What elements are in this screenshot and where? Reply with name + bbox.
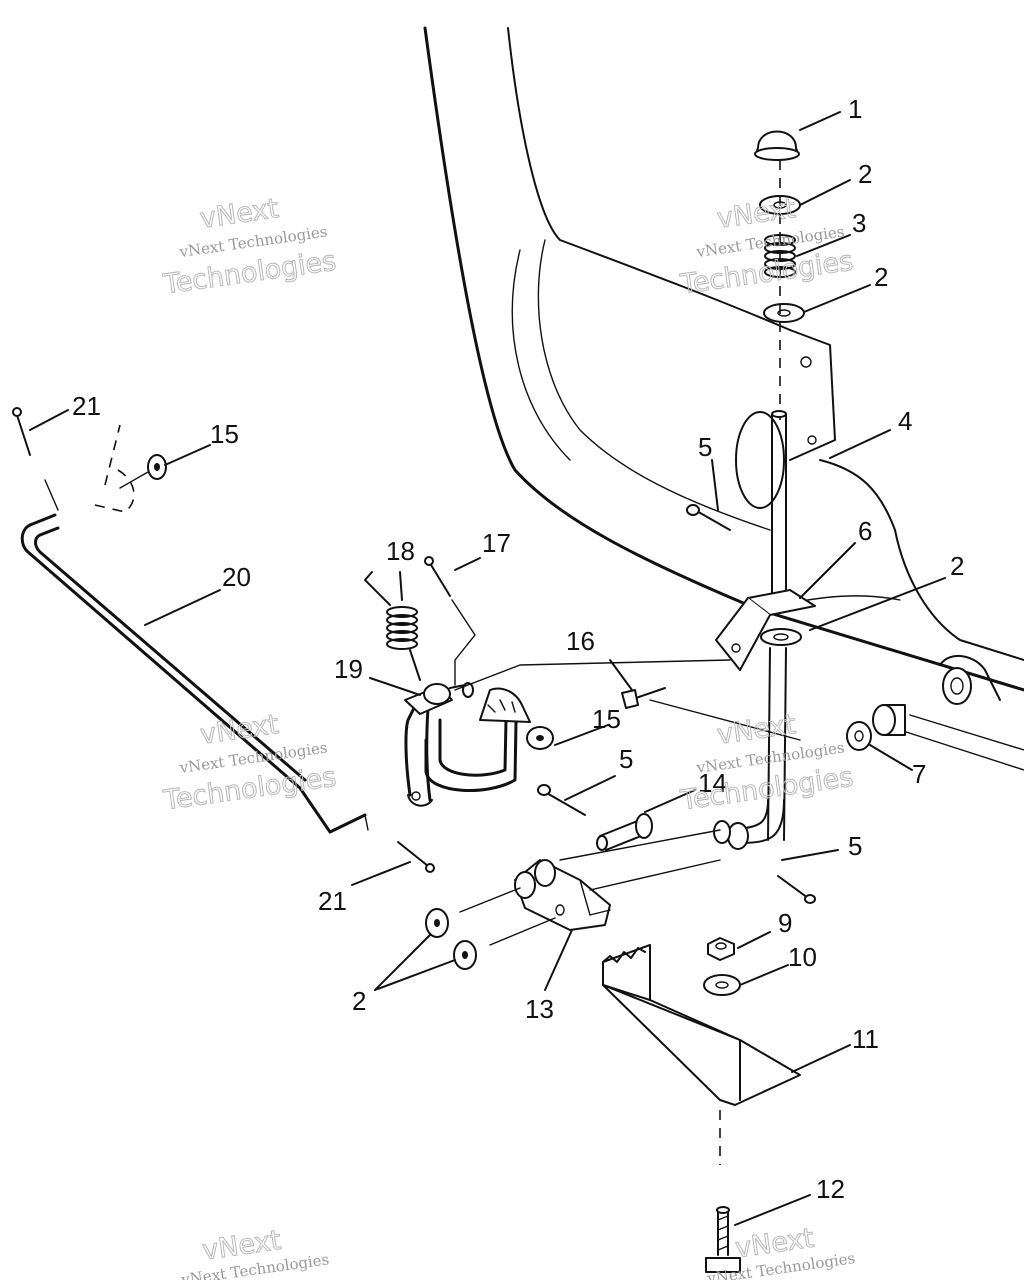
bracket-13 — [459, 829, 721, 946]
watermark-mid-left: vNext vNext Technologies Technologies — [161, 709, 339, 817]
callout-21-top: 21 — [72, 391, 101, 421]
callout-5-left: 5 — [619, 744, 633, 774]
callout-16: 16 — [566, 626, 595, 656]
callout-2-right: 2 — [950, 551, 964, 581]
callout-5-upper: 5 — [698, 432, 712, 462]
callout-15-left: 15 — [210, 419, 239, 449]
watermark-prefix: vNext — [198, 709, 280, 751]
cotter-pin-21-bottom — [397, 841, 435, 873]
callout-20: 20 — [222, 562, 251, 592]
callout-3: 3 — [852, 208, 866, 238]
washer-10 — [703, 974, 741, 996]
nut-9 — [707, 937, 735, 961]
callout-numbers: 1 2 3 2 4 5 6 2 16 17 18 19 15 5 14 7 5 … — [72, 94, 964, 1204]
callout-1: 1 — [848, 94, 862, 124]
callout-2-top: 2 — [858, 159, 872, 189]
pedal-19 — [404, 682, 531, 807]
watermark-prefix: vNext — [715, 193, 797, 235]
callout-18: 18 — [386, 536, 415, 566]
bushings-7 — [846, 667, 972, 751]
footrest-11 — [602, 944, 801, 1106]
spring-18 — [364, 571, 421, 681]
callout-11: 11 — [852, 1024, 879, 1054]
cross-shaft-20 — [20, 424, 369, 834]
callout-5-right: 5 — [848, 831, 862, 861]
callout-13: 13 — [525, 994, 554, 1024]
callout-2-lower: 2 — [352, 986, 366, 1016]
pin-17 — [424, 556, 476, 686]
callout-9: 9 — [778, 908, 792, 938]
pedal-pad — [479, 687, 531, 723]
leader-lines — [29, 111, 946, 1226]
callout-7: 7 — [912, 759, 926, 789]
callout-19: 19 — [334, 654, 363, 684]
watermark-bottom-right: vNext vNext Technologies — [705, 1222, 856, 1280]
screw-16 — [621, 687, 666, 709]
watermark-top-left: vNext vNext Technologies Technologies — [160, 193, 338, 301]
bolt-5-right — [777, 875, 816, 904]
callout-2-mid: 2 — [874, 262, 888, 292]
watermark-mid-right: vNext vNext Technologies Technologies — [678, 709, 856, 817]
callout-12: 12 — [816, 1174, 845, 1204]
bolt-12 — [705, 1206, 741, 1273]
bolt-5-upper — [686, 504, 731, 531]
washer-2-mid — [763, 303, 805, 323]
cotter-pin-21-top — [12, 407, 31, 456]
fender-frame — [423, 26, 1024, 771]
callout-14: 14 — [698, 768, 727, 798]
bracket-6 — [715, 589, 816, 671]
watermark-prefix: vNext — [198, 193, 280, 235]
callout-6: 6 — [858, 516, 872, 546]
callout-4: 4 — [898, 406, 912, 436]
callout-21-bottom: 21 — [318, 886, 347, 916]
bolt-5-left — [537, 784, 586, 816]
callout-15-center: 15 — [592, 704, 621, 734]
callout-17: 17 — [482, 528, 511, 558]
clevis-pin-14 — [596, 813, 653, 851]
pedal-rod — [713, 799, 785, 850]
watermark-bottom-left: vNext vNext Technologies — [179, 1224, 330, 1280]
callout-10: 10 — [788, 942, 817, 972]
